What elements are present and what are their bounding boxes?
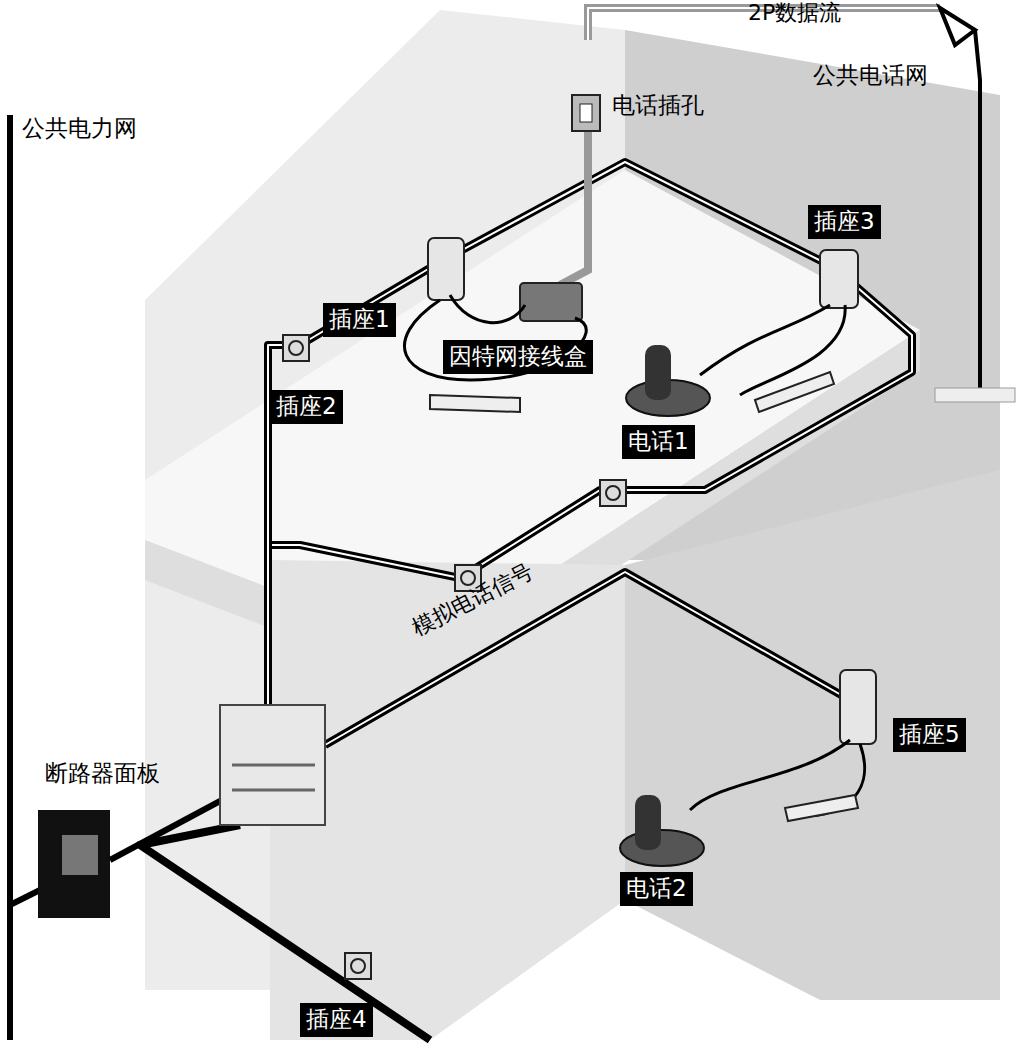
label-box: 插座2 — [270, 390, 343, 424]
label-text: 电话1 — [628, 427, 689, 457]
breaker-row — [232, 764, 315, 767]
power-feed — [10, 890, 40, 905]
phones — [620, 345, 710, 866]
phone-jack — [572, 95, 600, 131]
plc-adapter — [840, 670, 876, 744]
breaker-row — [232, 789, 315, 792]
label-text: 电话2 — [626, 874, 687, 904]
label-text: 插座4 — [306, 1005, 367, 1035]
label-box: 插座3 — [808, 205, 881, 239]
label-box: 因特网接线盒 — [443, 340, 593, 374]
label-text: 插座5 — [899, 720, 960, 750]
phone-line-drop — [560, 132, 588, 285]
device-cables — [404, 295, 864, 816]
label-text: 插座3 — [814, 207, 875, 237]
telephone-pole — [940, 8, 980, 390]
annotation: 电话插孔 — [612, 92, 704, 120]
plc-adapter — [428, 238, 464, 300]
label-text: 插座1 — [329, 305, 390, 335]
phone-jack-hole — [580, 104, 592, 122]
label-text: 插座2 — [276, 392, 337, 422]
right-wall-lower — [625, 470, 1000, 1000]
pole-base — [935, 388, 1015, 402]
wiring-outer — [140, 162, 912, 1040]
breaker-panel — [220, 705, 325, 825]
label-box: 插座4 — [300, 1003, 373, 1037]
meter-box — [38, 810, 110, 918]
annotation: 公共电话网 — [813, 62, 928, 90]
label-box: 插座5 — [893, 718, 966, 752]
annotation: 公共电力网 — [22, 115, 137, 143]
label-box: 电话1 — [622, 425, 695, 459]
label-box: 插座1 — [323, 303, 396, 337]
annotation: 断路器面板 — [45, 760, 160, 788]
annotation: 2P数据流 — [748, 0, 841, 26]
label-text: 因特网接线盒 — [449, 342, 587, 372]
meter-face — [62, 835, 98, 875]
label-box: 电话2 — [620, 872, 693, 906]
junction-box — [520, 283, 582, 321]
wall-sockets — [283, 335, 626, 979]
plc-adapter — [820, 250, 858, 308]
